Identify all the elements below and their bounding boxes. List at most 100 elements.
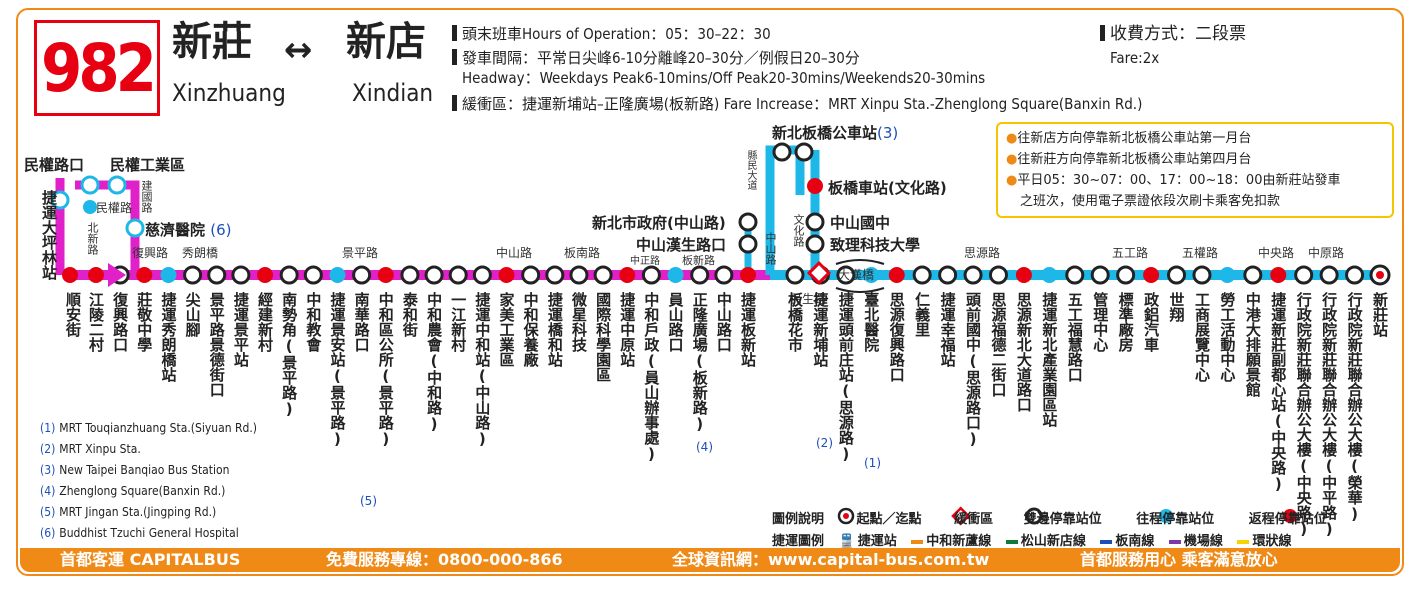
station-marker (667, 267, 684, 283)
road-zhongzheng: 中正路 (630, 256, 660, 267)
buffer-info: 緩衝區：捷運新埔站–正隆廣場(板新路) Fare Increase：MRT Xi… (452, 94, 1142, 114)
station-label: 復興路口 (111, 292, 130, 352)
marker-minquan-a (80, 175, 100, 195)
marker-banqiao-stn (807, 178, 823, 194)
station-minquan-rd: 民權路口 (24, 156, 85, 174)
train-icon: 🚆 (838, 534, 855, 549)
station-dapinglin: 捷運大坪林站 (40, 190, 58, 280)
station-label: 中和農會(中和路) (425, 292, 444, 433)
footer-website[interactable]: 全球資訊網：www.capital-bus.com.tw (672, 550, 990, 569)
terminal-end-dot (1376, 271, 1384, 279)
station-label: 捷運幸福站 (938, 292, 957, 367)
station-marker (400, 265, 420, 285)
station-label: 正隆廣場(板新路) (690, 292, 709, 433)
station-marker (593, 265, 613, 285)
marker-banqiao-bus-b (794, 142, 814, 162)
station-marker (1116, 265, 1136, 285)
marker-banqiao-bus-a (772, 142, 792, 162)
hours-info: 頭末班車Hours of Operation：05：30–22：30 (452, 24, 771, 44)
station-marker (279, 265, 299, 285)
buffer-zone-diamond (806, 260, 832, 286)
station-marker (329, 267, 346, 283)
marker-note-5: (5) (360, 494, 377, 508)
line-yellow-icon (1237, 539, 1250, 544)
station-marker (424, 265, 444, 285)
station-label: 中和教會 (304, 292, 323, 352)
station-marker (740, 267, 756, 283)
marker-jiangling (88, 267, 104, 283)
marker-note-4: (4) (696, 440, 713, 454)
station-cihji: 慈濟醫院 (6) (145, 221, 232, 239)
road-zhongyuan: 中原路 (1308, 246, 1345, 260)
road-siyuan: 思源路 (964, 246, 1001, 260)
marker-cihji (125, 218, 145, 238)
legend-outbound-icon (1159, 509, 1173, 523)
marker-ntc-gov (738, 212, 758, 232)
station-label: 世翔 (1167, 292, 1186, 322)
line-purple-icon (1168, 539, 1181, 544)
terminal-to-en: Xindian (352, 79, 434, 107)
station-zhongshan-hansheng: 中山漢生路口 (636, 236, 727, 254)
station-label: 捷運新埔站 (811, 292, 830, 367)
station-label: 經建新村 (256, 292, 275, 352)
legend-both-icon (1025, 507, 1043, 525)
station-label: 政鋁汽車 (1142, 292, 1161, 352)
station-label: 一江新村 (449, 292, 468, 352)
road-xianmin: 縣民大道 (745, 150, 756, 190)
road-fuxing: 復興路 (132, 246, 169, 260)
station-label: 思源福德二街口 (989, 292, 1008, 397)
note-item: ●平日05：30~07：00、17：00~18：00由新莊站發車 (1006, 173, 1341, 188)
station-marker (714, 265, 734, 285)
station-label: 微星科技 (569, 292, 588, 352)
station-zhongshan-junior-high: 中山國中 (830, 214, 891, 232)
station-label: 思源復興路口 (887, 292, 906, 382)
station-label: 行政院新莊聯合辦公大樓(榮華) (1345, 292, 1364, 523)
legend-inbound-icon (1283, 509, 1297, 523)
marker-shunan (62, 267, 78, 283)
station-label: 捷運秀朗橋站 (159, 292, 178, 382)
station-label: 捷運新北產業園區站 (1040, 292, 1059, 427)
station-label: 南勢角(景平路) (280, 292, 299, 418)
footnote-item: (5)MRT Jingan Sta.(Jingping Rd.) (40, 505, 217, 519)
road-zhongshan: 中山路 (496, 246, 533, 260)
marker-zhongshan-han (738, 234, 758, 254)
station-label: 捷運橋和站 (545, 292, 564, 367)
station-marker (619, 267, 636, 283)
station-marker (352, 265, 372, 285)
station-marker (1192, 265, 1212, 285)
map-frame (16, 8, 1404, 576)
station-banqiao-bus: 新北板橋公車站(3) (772, 124, 899, 142)
station-marker (1090, 265, 1110, 285)
station-marker (231, 265, 251, 285)
station-marker (472, 265, 492, 285)
terminal-to: 新店 (346, 19, 426, 65)
station-marker (888, 267, 905, 283)
station-marker (521, 265, 541, 285)
station-label: 板橋花市 (786, 292, 804, 352)
station-marker (912, 265, 932, 285)
road-jingping: 景平路 (342, 246, 379, 260)
road-jianguo: 建國路 (140, 180, 153, 213)
fare-info: 收費方式：二段票 (1100, 24, 1246, 44)
legend-icons (837, 506, 1297, 526)
marker-minquan-road (83, 200, 97, 214)
station-ntc-gov: 新北市政府(中山路) (592, 214, 726, 232)
station-marker (1065, 265, 1085, 285)
line-orange-icon (911, 539, 924, 544)
station-label: 新莊站 (1371, 292, 1389, 337)
station-marker (938, 265, 958, 285)
station-label: 行政院新莊聯合辦公大樓(中平路) (1320, 292, 1339, 538)
station-label: 仁義里 (913, 292, 932, 337)
station-marker (1143, 267, 1160, 283)
footnote-item: (2)MRT Xinpu Sta. (40, 442, 141, 456)
line-green-icon (1005, 539, 1018, 544)
road-minsheng: 民生路 (790, 292, 827, 306)
road-wuquan: 五權路 (1182, 246, 1219, 260)
station-label: 行政院新莊聯合辦公大樓(中央路) (1294, 292, 1313, 538)
station-marker (988, 265, 1008, 285)
footnote-item: (3)New Taipei Banqiao Bus Station (40, 463, 230, 477)
road-wugong: 五工路 (1112, 246, 1149, 260)
road-dahan: 大漢橋 (838, 268, 875, 282)
station-marker (785, 265, 805, 285)
footer-bar: 首都客運 CAPITALBUS 免費服務專線：0800-000-866 全球資訊… (20, 548, 1400, 572)
